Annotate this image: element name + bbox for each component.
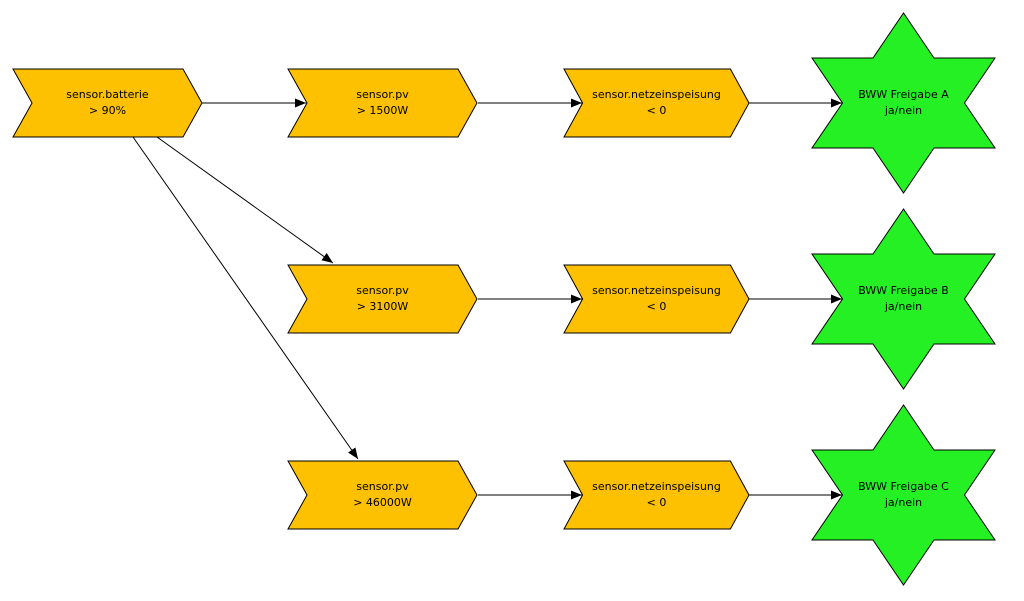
node-label-line1: sensor.pv	[356, 480, 409, 493]
node-label: BWW Freigabe B ja/nein	[812, 209, 995, 389]
node-label: sensor.netzeinspeisung < 0	[564, 69, 749, 137]
star-shape	[812, 405, 995, 585]
node-label: sensor.pv > 3100W	[288, 265, 477, 333]
star-shape	[812, 209, 995, 389]
condition-node-netz-a: sensor.netzeinspeisung < 0	[564, 69, 749, 137]
node-label-line2: > 46000W	[353, 496, 412, 509]
chevron-shape	[288, 265, 477, 333]
node-label-line1: sensor.pv	[356, 284, 409, 297]
condition-node-pv-c: sensor.pv > 46000W	[288, 461, 477, 529]
output-node-freigabe-c: BWW Freigabe C ja/nein	[812, 405, 995, 585]
chevron-shape	[564, 461, 749, 529]
edge-batterie-to-pv-b	[156, 136, 334, 264]
condition-node-pv-b: sensor.pv > 3100W	[288, 265, 477, 333]
node-label-line1: BWW Freigabe C	[858, 480, 949, 493]
chevron-shape	[13, 69, 202, 137]
star-shape	[812, 13, 995, 193]
node-label: sensor.netzeinspeisung < 0	[564, 265, 749, 333]
node-label: sensor.batterie > 90%	[13, 69, 202, 137]
node-label-line2: > 1500W	[356, 104, 409, 117]
node-label-line2: ja/nein	[884, 300, 923, 313]
node-label-line2: < 0	[646, 496, 667, 509]
node-label: sensor.pv > 46000W	[288, 461, 477, 529]
condition-node-netz-c: sensor.netzeinspeisung < 0	[564, 461, 749, 529]
node-label: sensor.pv > 1500W	[288, 69, 477, 137]
node-label-line1: BWW Freigabe B	[858, 284, 949, 297]
condition-node-sensor-batterie: sensor.batterie > 90%	[13, 69, 202, 137]
node-label-line1: sensor.batterie	[66, 88, 149, 101]
chevron-shape	[564, 265, 749, 333]
chevron-shape	[288, 461, 477, 529]
node-label-line2: ja/nein	[884, 104, 923, 117]
chevron-shape	[288, 69, 477, 137]
output-node-freigabe-a: BWW Freigabe A ja/nein	[812, 13, 995, 193]
node-label-line2: > 3100W	[356, 300, 409, 313]
condition-node-pv-a: sensor.pv > 1500W	[288, 69, 477, 137]
condition-node-netz-b: sensor.netzeinspeisung < 0	[564, 265, 749, 333]
node-label-line1: sensor.pv	[356, 88, 409, 101]
node-label-line1: sensor.netzeinspeisung	[592, 88, 721, 101]
node-label-line1: sensor.netzeinspeisung	[592, 284, 721, 297]
node-label-line2: < 0	[646, 300, 667, 313]
node-label-line1: BWW Freigabe A	[858, 88, 949, 101]
node-label-line1: sensor.netzeinspeisung	[592, 480, 721, 493]
node-label-line2: < 0	[646, 104, 667, 117]
node-label: BWW Freigabe A ja/nein	[812, 13, 995, 193]
node-label: sensor.netzeinspeisung < 0	[564, 461, 749, 529]
node-label: BWW Freigabe C ja/nein	[812, 405, 995, 585]
output-node-freigabe-b: BWW Freigabe B ja/nein	[812, 209, 995, 389]
chevron-shape	[564, 69, 749, 137]
node-label-line2: > 90%	[88, 104, 127, 117]
node-label-line2: ja/nein	[884, 496, 923, 509]
